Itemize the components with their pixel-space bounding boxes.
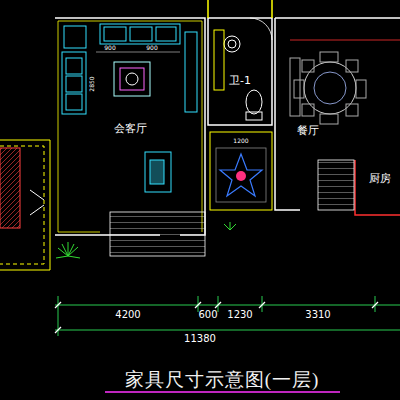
room-name: 厨房 — [369, 173, 391, 184]
title-underline — [105, 391, 340, 393]
dimension: 900 — [104, 45, 115, 51]
plant — [56, 222, 236, 258]
walls — [55, 0, 400, 235]
stairs — [110, 212, 205, 256]
bathroom-fixtures — [214, 30, 262, 120]
dimension: 900 — [146, 45, 157, 51]
living-furniture — [62, 24, 197, 192]
room-name: 卫-1 — [229, 75, 251, 86]
dimension-line — [55, 52, 400, 336]
dimension: 2850 — [89, 76, 95, 91]
dimension: 1200 — [233, 138, 248, 144]
room-name: 会客厅 — [114, 123, 147, 134]
room-name: 餐厅 — [297, 125, 319, 136]
exterior — [0, 140, 50, 270]
dimension: 1230 — [227, 310, 252, 320]
dining-furniture — [290, 52, 366, 124]
stairs — [318, 160, 354, 210]
dimension: 11380 — [184, 334, 216, 344]
dimension: 4200 — [115, 310, 140, 320]
decor-feature — [210, 132, 272, 210]
dimension: 600 — [198, 310, 217, 320]
drawing-title: 家具尺寸示意图(一层) — [125, 370, 320, 389]
dimension: 3310 — [305, 310, 330, 320]
